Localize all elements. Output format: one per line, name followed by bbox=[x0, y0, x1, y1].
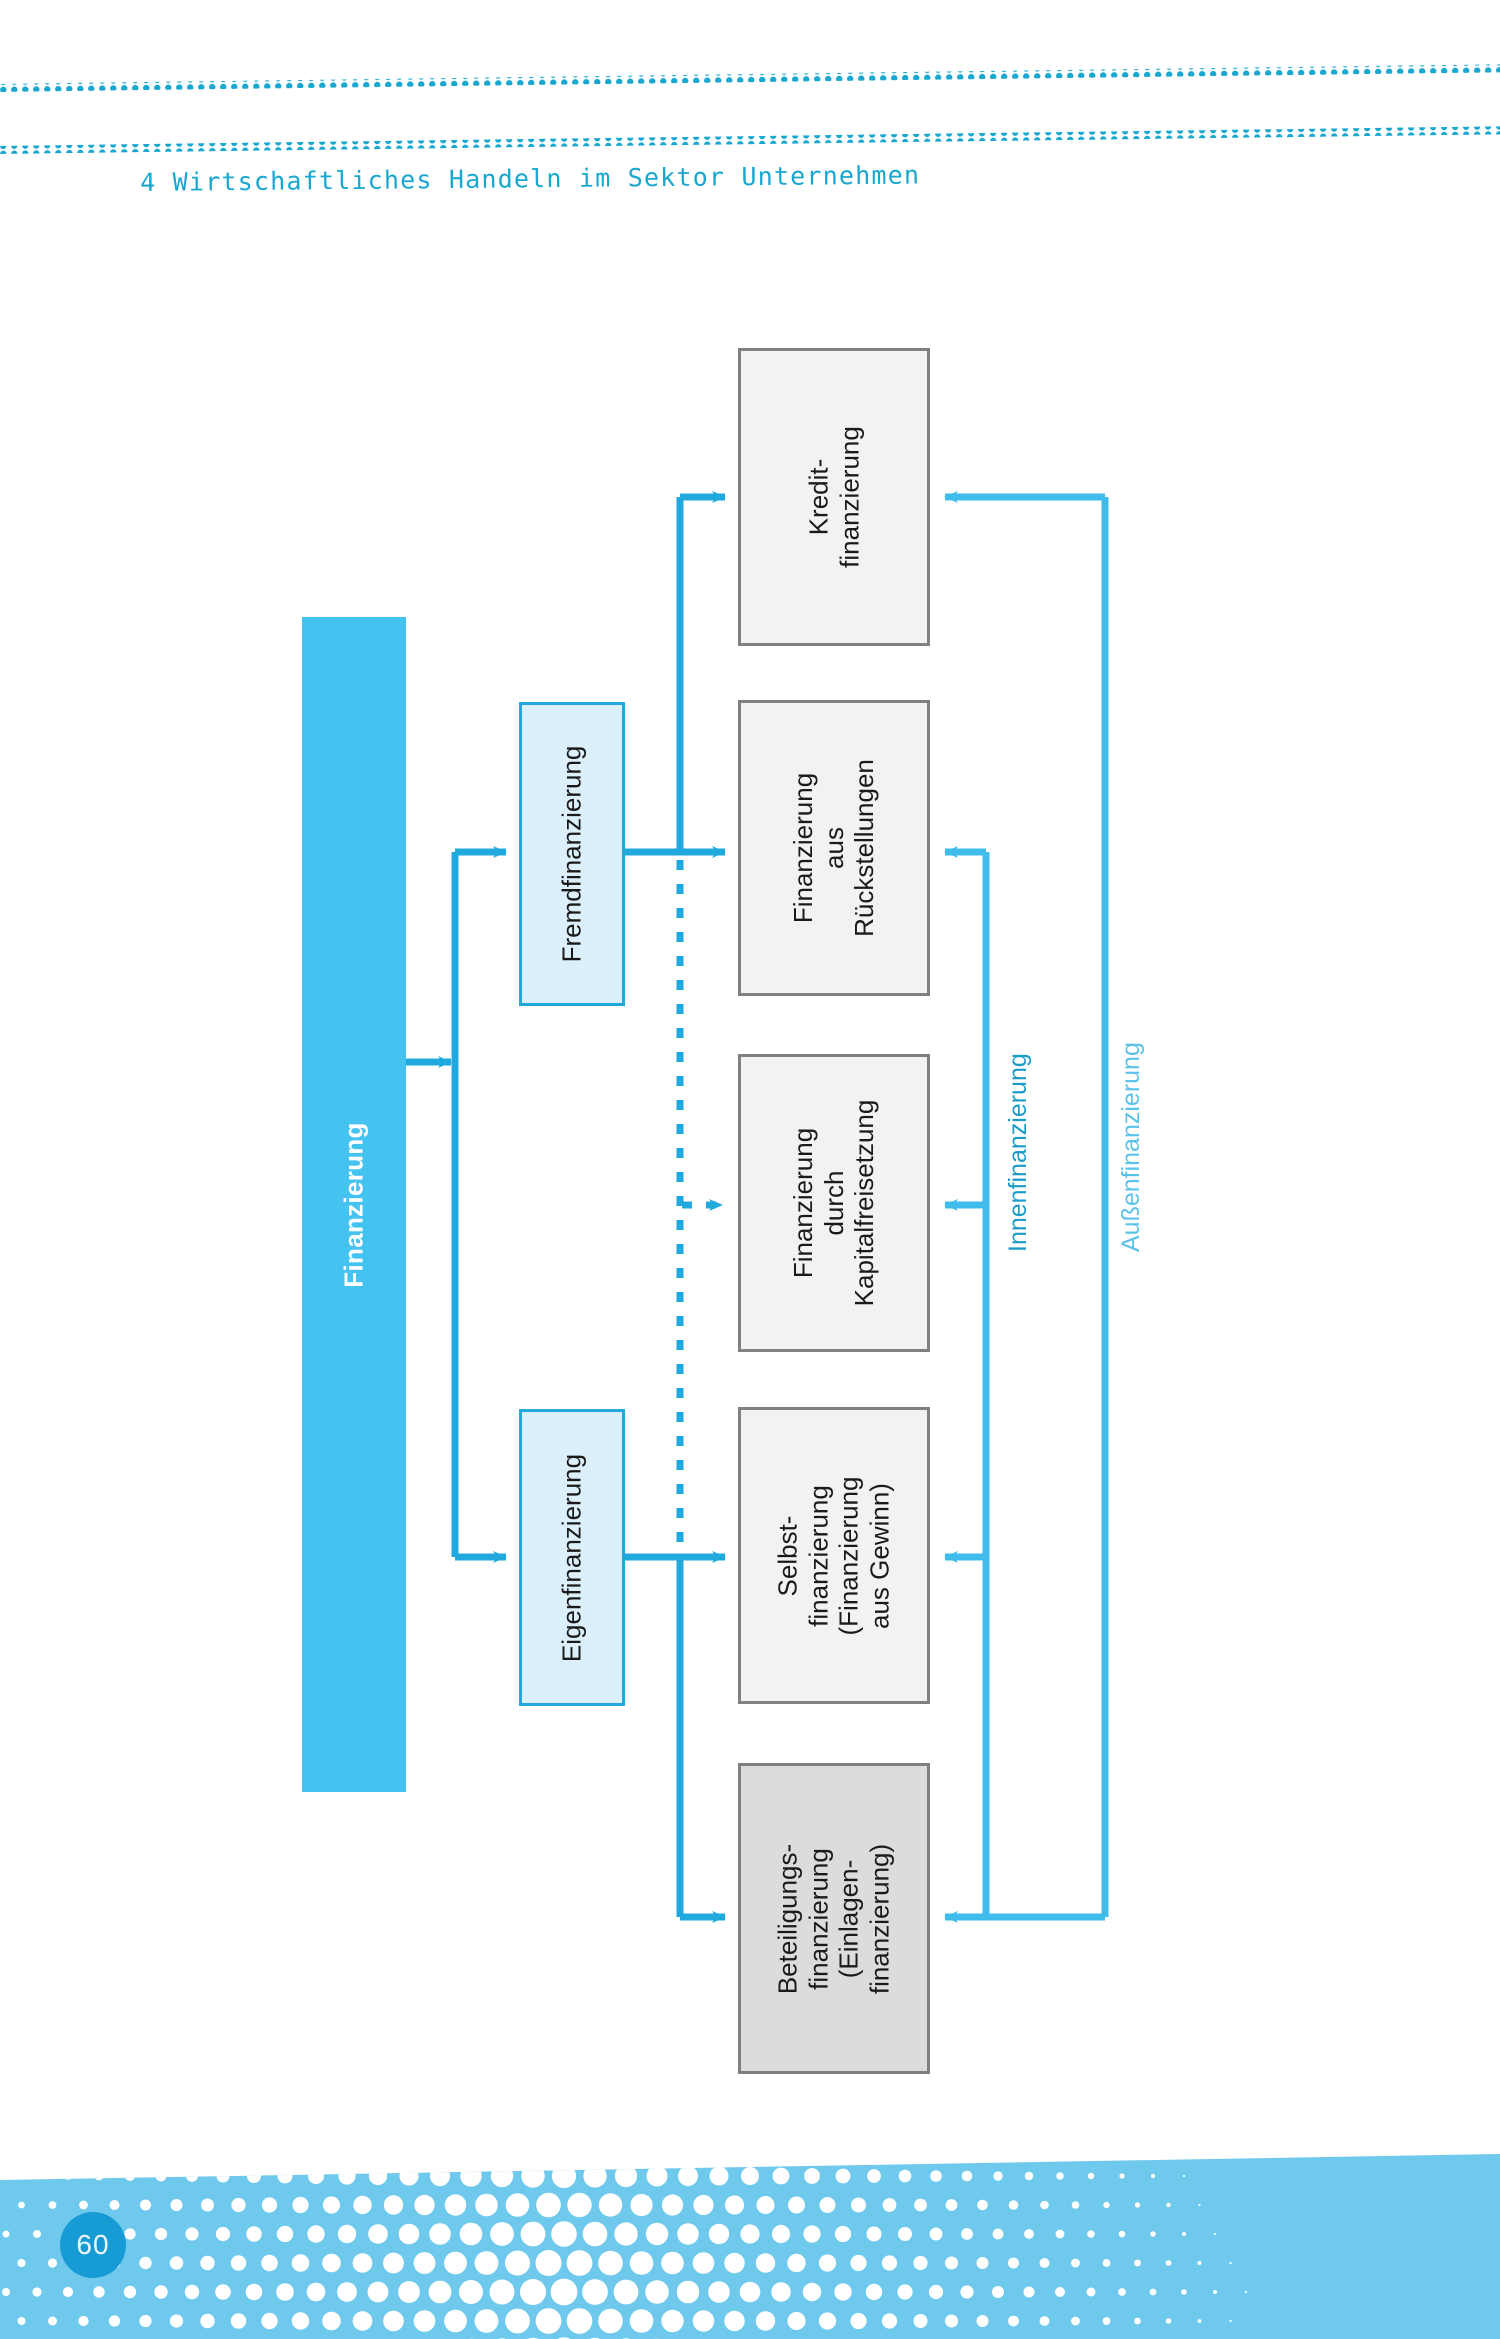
node-label: Kredit- finanzierung bbox=[803, 426, 864, 568]
node-label: Fremdfinanzierung bbox=[556, 745, 587, 963]
node-label: Beteiligungs- finanzierung (Einlagen- fi… bbox=[772, 1843, 895, 1994]
header-dotted-rules bbox=[0, 64, 1500, 155]
node-selbstfinanzierung[interactable]: Selbst- finanzierung (Finanzierung aus G… bbox=[738, 1407, 930, 1704]
node-finanzierung-durch-kapitalfreisetzung[interactable]: Finanzierung durch Kapitalfreisetzung bbox=[738, 1054, 930, 1352]
node-beteiligungsfinanzierung[interactable]: Beteiligungs- finanzierung (Einlagen- fi… bbox=[738, 1763, 930, 2074]
node-finanzierung-root[interactable]: Finanzierung bbox=[302, 617, 406, 1792]
node-label: Eigenfinanzierung bbox=[556, 1453, 587, 1662]
footer-halftone-band bbox=[0, 2154, 1500, 2339]
node-label: Selbst- finanzierung (Finanzierung aus G… bbox=[772, 1476, 895, 1635]
node-label: Finanzierung bbox=[338, 1121, 369, 1288]
node-finanzierung-aus-rueckstellungen[interactable]: Finanzierung aus Rückstellungen bbox=[738, 700, 930, 996]
node-label: Finanzierung aus Rückstellungen bbox=[787, 759, 880, 937]
node-label: Finanzierung durch Kapitalfreisetzung bbox=[787, 1099, 880, 1307]
page-number: 60 bbox=[60, 2212, 126, 2278]
node-eigenfinanzierung[interactable]: Eigenfinanzierung bbox=[519, 1409, 625, 1706]
page-header: 4 Wirtschaftliches Handeln im Sektor Unt… bbox=[0, 60, 1500, 197]
bracket-label-innenfinanzierung: Innenfinanzierung bbox=[1004, 1053, 1032, 1252]
node-kreditfinanzierung[interactable]: Kredit- finanzierung bbox=[738, 348, 930, 646]
page-footer: 60 bbox=[0, 2140, 1500, 2339]
bracket-label-aussenfinanzierung: Außenfinanzierung bbox=[1117, 1042, 1145, 1252]
node-fremdfinanzierung[interactable]: Fremdfinanzierung bbox=[519, 702, 625, 1006]
